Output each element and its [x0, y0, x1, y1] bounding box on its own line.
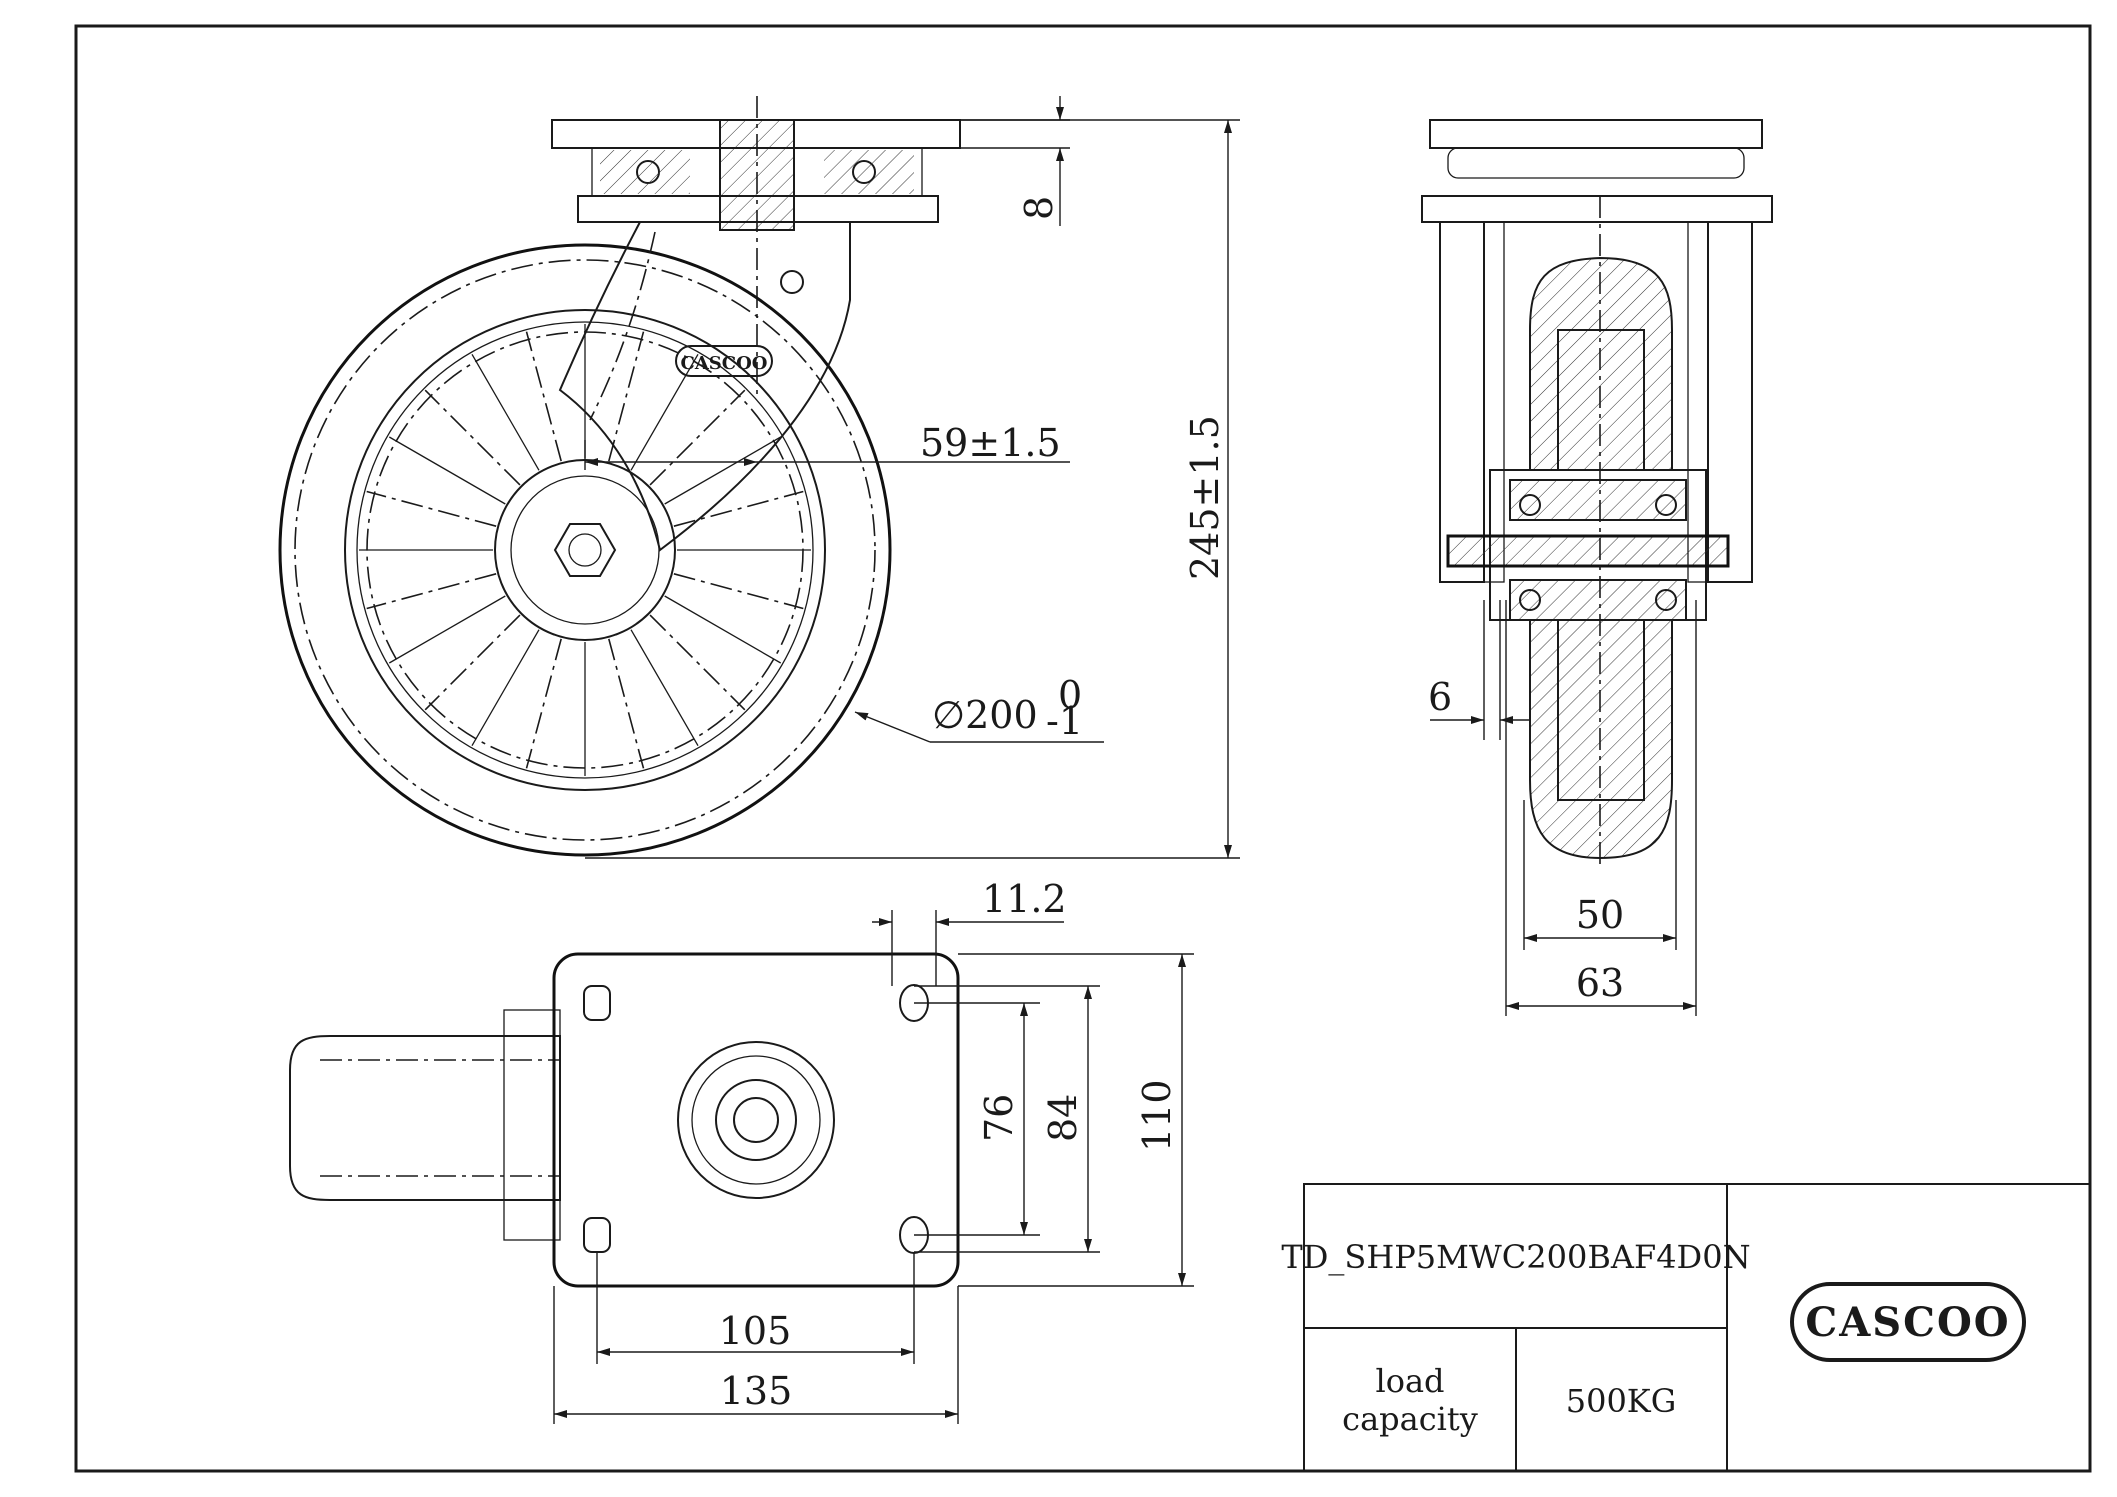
dim-fork-width: 63 [1576, 961, 1624, 1005]
title-block: TD_SHP5MWC200BAF4D0N load capacity 500KG… [1281, 1183, 2091, 1472]
wheel-spoke [525, 638, 562, 769]
wheel-spoke [664, 436, 782, 505]
side-bearing-tl [1519, 494, 1541, 516]
wheel-spoke [471, 353, 540, 471]
wheel-spoke [608, 638, 645, 769]
front-view: CASCOO 8 245±1.5 59±1.5 ∅200 0 -1 [278, 96, 1240, 859]
wheel-spoke [525, 331, 562, 462]
top-view: 11.2 76 84 110 105 135 [289, 877, 1194, 1424]
fork-logo-badge [675, 345, 773, 377]
dim-hole-spacing-inner: 76 [977, 1094, 1021, 1142]
wheel-spoke [424, 614, 521, 711]
wheel-rim [344, 309, 826, 791]
axle-nut [553, 523, 617, 577]
side-top-plate [1429, 119, 1763, 149]
wheel-spokes [359, 324, 811, 776]
fork-hole [780, 270, 804, 294]
side-tyre-lower [1529, 619, 1673, 860]
side-bearing-br [1655, 589, 1677, 611]
side-bearing-plate [1421, 195, 1773, 223]
dim-top-plate-thickness: 8 [1017, 196, 1061, 220]
dim-wheel-diameter: ∅200 [932, 693, 1038, 737]
side-axle [1446, 534, 1730, 568]
dim-plate-edge-slot: 11.2 [982, 877, 1067, 921]
side-fork-right [1707, 221, 1753, 583]
dim-hole-spacing-outer: 84 [1041, 1094, 1085, 1142]
dim-plate-width: 135 [720, 1369, 793, 1413]
bolt-slot-tl [583, 985, 611, 1021]
drawing-frame [74, 24, 2092, 1473]
dim-wheel-diameter-tol-lower: -1 [1046, 699, 1083, 743]
load-capacity-label-2: capacity [1342, 1400, 1478, 1438]
dim-plate-depth: 110 [1135, 1079, 1179, 1152]
dim-wheel-diameter-tol-upper: 0 [1058, 673, 1082, 717]
plate-center-hole [733, 1097, 779, 1143]
wheel-spoke [366, 490, 497, 527]
wheel-spoke [388, 595, 506, 664]
dim-wheel-width: 50 [1576, 893, 1624, 937]
dim-height: 245±1.5 [1183, 415, 1227, 580]
side-bearing-tr [1655, 494, 1677, 516]
wheel-spoke [673, 573, 804, 610]
side-view: 6 50 63 [1421, 119, 1773, 1016]
wheel-spoke [630, 629, 699, 747]
wheel-spoke [608, 331, 645, 462]
dim-tread-offset: 6 [1428, 675, 1452, 719]
side-fork-left [1439, 221, 1485, 583]
wheel-spoke [388, 436, 506, 505]
wheel-spoke [630, 353, 699, 471]
wheel-spoke [649, 389, 746, 486]
side-bearing-bl [1519, 589, 1541, 611]
wheel-spoke [664, 595, 782, 664]
wheel-tyre [278, 243, 892, 857]
dim-offset: 59±1.5 [920, 421, 1061, 465]
mounting-plate [552, 952, 960, 1288]
part-number: TD_SHP5MWC200BAF4D0N [1281, 1238, 1750, 1276]
wheel-spoke [673, 490, 804, 527]
fork-leg [558, 221, 851, 552]
wheel-spoke [424, 389, 521, 486]
plate-boss [677, 1041, 835, 1199]
wheel-spoke [649, 614, 746, 711]
wheel-spoke [471, 629, 540, 747]
dim-hole-spacing-x: 105 [719, 1309, 792, 1353]
side-tyre-upper [1529, 256, 1673, 471]
logo-text: CASCOO [1805, 1299, 2010, 1346]
wheel-spoke [366, 573, 497, 610]
wheel-hub [494, 459, 676, 641]
load-capacity-value: 500KG [1566, 1382, 1677, 1420]
tyre-inner-line [294, 259, 876, 841]
fork-logo-text: CASCOO [681, 353, 768, 374]
cascoo-logo [1790, 1282, 2026, 1362]
bolt-slot-bl [583, 1217, 611, 1253]
load-capacity-label-1: load [1375, 1362, 1444, 1400]
